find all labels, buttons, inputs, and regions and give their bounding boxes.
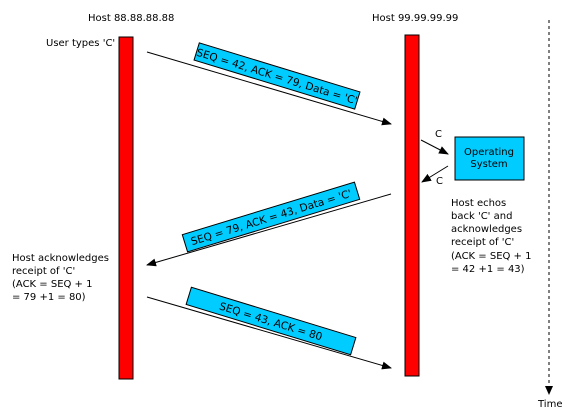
packet-2-label: SEQ = 79, ACK = 43, Data = 'C' — [189, 188, 353, 248]
segment-3-arrow — [146, 296, 392, 370]
packet-3-box — [185, 286, 357, 356]
host-echos-line-1: Host echos — [451, 198, 506, 209]
time-axis-label: Time — [537, 399, 562, 410]
user-types-label: User types 'C' — [46, 38, 115, 49]
packet-1: SEQ = 42, ACK = 79, Data = 'C' — [193, 42, 361, 110]
os-output-char: C — [436, 176, 443, 187]
os-label-line-1: Operating — [464, 147, 514, 158]
packet-2: SEQ = 79, ACK = 43, Data = 'C' — [181, 181, 361, 253]
os-label-line-2: System — [470, 159, 507, 170]
packet-1-label: SEQ = 42, ACK = 79, Data = 'C' — [195, 47, 359, 107]
host-acknowledges-annotation: Host acknowledges receipt of 'C' (ACK = … — [12, 253, 109, 303]
host-echos-line-4: receipt of 'C' — [451, 237, 514, 248]
host-echos-line-3: acknowledges — [451, 224, 522, 235]
host-echos-annotation: Host echos back 'C' and acknowledges rec… — [451, 198, 531, 275]
packet-3: SEQ = 43, ACK = 80 — [185, 286, 357, 356]
right-host-label: Host 99.99.99.99 — [372, 13, 458, 24]
host-ack-line-1: Host acknowledges — [12, 253, 109, 264]
os-output-arrow — [421, 165, 449, 183]
host-ack-line-2: receipt of 'C' — [12, 266, 75, 277]
right-host-timeline — [404, 34, 420, 377]
segment-1-arrow — [146, 51, 392, 126]
host-echos-line-6: = 42 +1 = 43) — [451, 264, 525, 275]
packet-1-box — [193, 42, 361, 110]
left-host-timeline — [118, 36, 134, 380]
host-ack-line-3: (ACK = SEQ + 1 — [12, 279, 92, 290]
host-echos-line-5: (ACK = SEQ + 1 — [451, 251, 531, 262]
left-host-label: Host 88.88.88.88 — [88, 13, 174, 24]
host-echos-line-2: back 'C' and — [451, 211, 512, 222]
time-axis-arrowhead — [545, 386, 553, 395]
packet-2-box — [181, 181, 361, 253]
operating-system-box — [454, 136, 525, 181]
os-input-arrow — [420, 139, 449, 155]
os-input-char: C — [435, 129, 442, 140]
segment-2-arrow — [146, 193, 392, 267]
host-ack-line-4: = 79 +1 = 80) — [12, 292, 86, 303]
